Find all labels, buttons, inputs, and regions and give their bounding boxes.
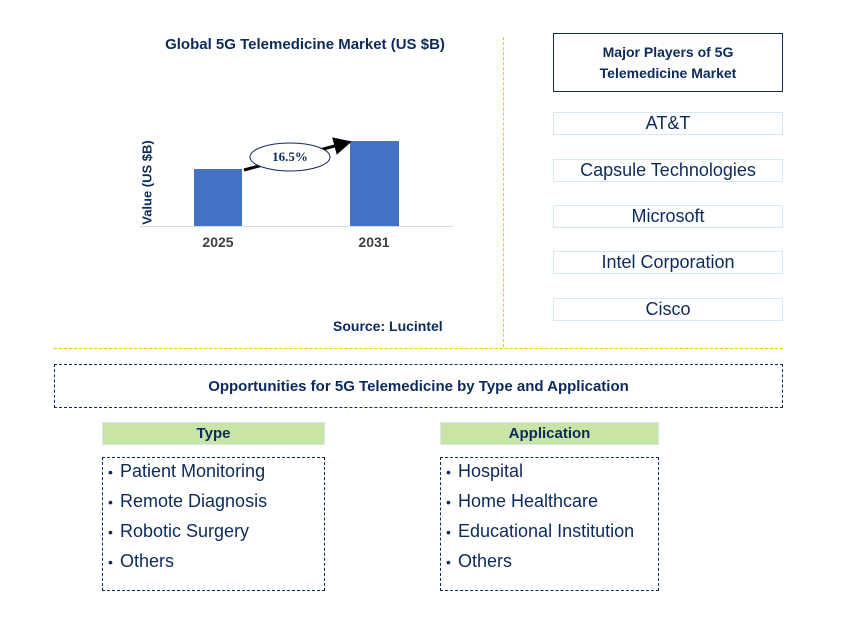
chart-title: Global 5G Telemedicine Market (US $B) xyxy=(165,36,445,53)
bullet-icon: • xyxy=(446,494,451,510)
y-axis-label: Value (US $B) xyxy=(139,140,155,225)
player-microsoft: Microsoft xyxy=(553,205,783,228)
opportunities-header: Opportunities for 5G Telemedicine by Typ… xyxy=(54,364,783,408)
growth-arrow-icon xyxy=(243,137,352,172)
bullet-icon: • xyxy=(108,494,113,510)
player-intel-corporation: Intel Corporation xyxy=(553,251,783,274)
list-item: •Educational Institution xyxy=(446,518,658,548)
bullet-icon: • xyxy=(108,554,113,570)
list-item: •Remote Diagnosis xyxy=(108,488,324,518)
player-capsule-technologies: Capsule Technologies xyxy=(553,159,783,182)
application-header: Application xyxy=(440,422,659,445)
x-tick-2025: 2025 xyxy=(202,234,234,250)
bar-2031 xyxy=(350,141,399,226)
list-item: •Robotic Surgery xyxy=(108,518,324,548)
list-item: •Patient Monitoring xyxy=(108,458,324,488)
vertical-divider xyxy=(503,37,504,347)
x-axis-line xyxy=(140,226,453,227)
list-item: •Others xyxy=(446,548,658,578)
source-label: Source: Lucintel xyxy=(333,318,443,334)
type-header: Type xyxy=(102,422,325,445)
player-cisco: Cisco xyxy=(553,298,783,321)
bullet-icon: • xyxy=(108,464,113,480)
bullet-icon: • xyxy=(446,554,451,570)
horizontal-divider xyxy=(54,348,783,349)
cagr-label: 16.5% xyxy=(272,149,308,164)
players-header: Major Players of 5G Telemedicine Market xyxy=(553,33,783,92)
bar-2025 xyxy=(194,169,242,226)
player-att: AT&T xyxy=(553,112,783,135)
application-list: •Hospital •Home Healthcare •Educational … xyxy=(440,457,659,591)
list-item: •Home Healthcare xyxy=(446,488,658,518)
x-tick-2031: 2031 xyxy=(358,234,390,250)
bullet-icon: • xyxy=(108,524,113,540)
list-item: •Hospital xyxy=(446,458,658,488)
bullet-icon: • xyxy=(446,464,451,480)
bullet-icon: • xyxy=(446,524,451,540)
list-item: •Others xyxy=(108,548,324,578)
type-list: •Patient Monitoring •Remote Diagnosis •R… xyxy=(102,457,325,591)
